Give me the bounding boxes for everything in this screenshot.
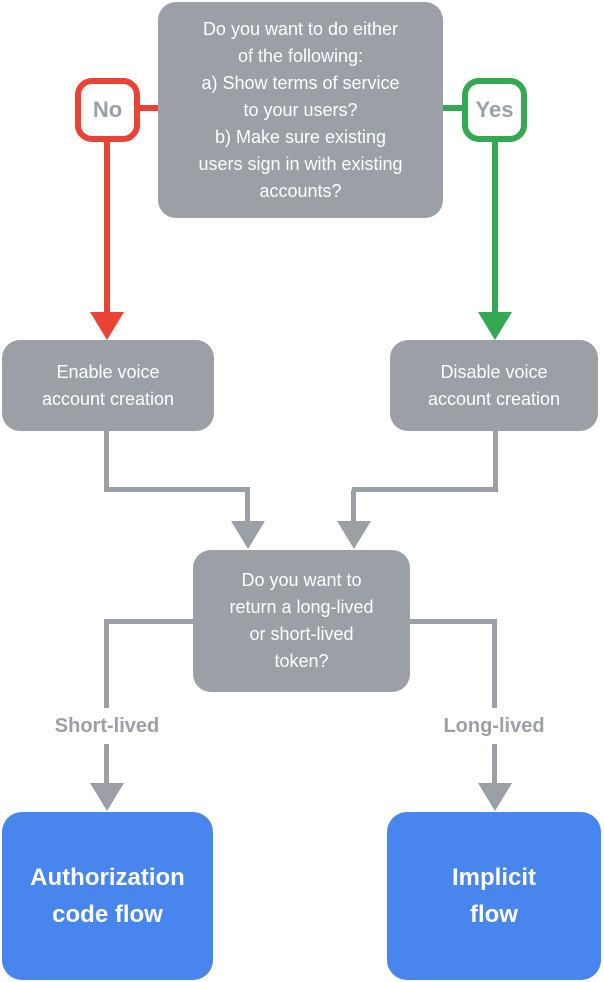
yes-badge: Yes	[462, 78, 527, 142]
node-disable-voice-account-creation: Disable voice account creation	[390, 340, 598, 431]
result-node-implicit-flow-text: Implicit flow	[451, 864, 536, 928]
arrowhead-enable-icon	[231, 521, 265, 549]
result-node-authorization-code-flow: Authorization code flow	[2, 812, 213, 980]
arrowhead-disable-icon	[337, 521, 371, 549]
edge-long-lived-vertical	[492, 619, 497, 786]
edge-label-short-lived-text: Short-lived	[54, 714, 160, 737]
no-badge-label: No	[92, 97, 123, 122]
edge-no-horizontal	[138, 105, 159, 111]
decision-node-terms-question-text: Do you want to do either of the followin…	[198, 18, 403, 201]
node-disable-voice-text: Disable voice account creation	[427, 361, 561, 409]
edge-label-long-lived-text: Long-lived	[443, 714, 545, 737]
arrowhead-long-lived-icon	[478, 783, 512, 811]
edge-enable-drop	[245, 490, 250, 523]
edge-short-lived-vertical	[104, 619, 109, 786]
edge-enable-horizontal	[104, 487, 250, 492]
decision-node-token-lifetime-text: Do you want to return a long-lived or sh…	[229, 570, 374, 671]
node-enable-voice-account-creation: Enable voice account creation	[2, 340, 214, 431]
edge-disable-drop	[351, 490, 356, 523]
node-enable-voice-text: Enable voice account creation	[41, 361, 175, 409]
edge-label-short-lived: Short-lived	[22, 708, 192, 744]
result-node-implicit-flow: Implicit flow	[387, 812, 601, 980]
result-node-authorization-code-flow-text: Authorization code flow	[30, 864, 185, 928]
edge-label-long-lived: Long-lived	[410, 708, 578, 744]
decision-node-terms-question: Do you want to do either of the followin…	[158, 2, 443, 218]
edge-long-lived-horizontal	[410, 619, 496, 624]
no-badge: No	[75, 78, 140, 142]
edge-no-vertical	[104, 140, 110, 314]
edge-short-lived-horizontal	[107, 619, 193, 624]
edge-yes-vertical	[492, 140, 498, 314]
yes-badge-label: Yes	[475, 97, 514, 122]
arrowhead-no-icon	[90, 312, 124, 340]
edge-disable-horizontal	[352, 487, 498, 492]
arrowhead-short-lived-icon	[90, 783, 124, 811]
arrowhead-yes-icon	[478, 312, 512, 340]
edge-yes-horizontal	[442, 105, 463, 111]
edge-disable-vertical	[493, 430, 498, 492]
edge-enable-vertical	[104, 430, 109, 492]
decision-node-token-lifetime: Do you want to return a long-lived or sh…	[193, 550, 410, 692]
